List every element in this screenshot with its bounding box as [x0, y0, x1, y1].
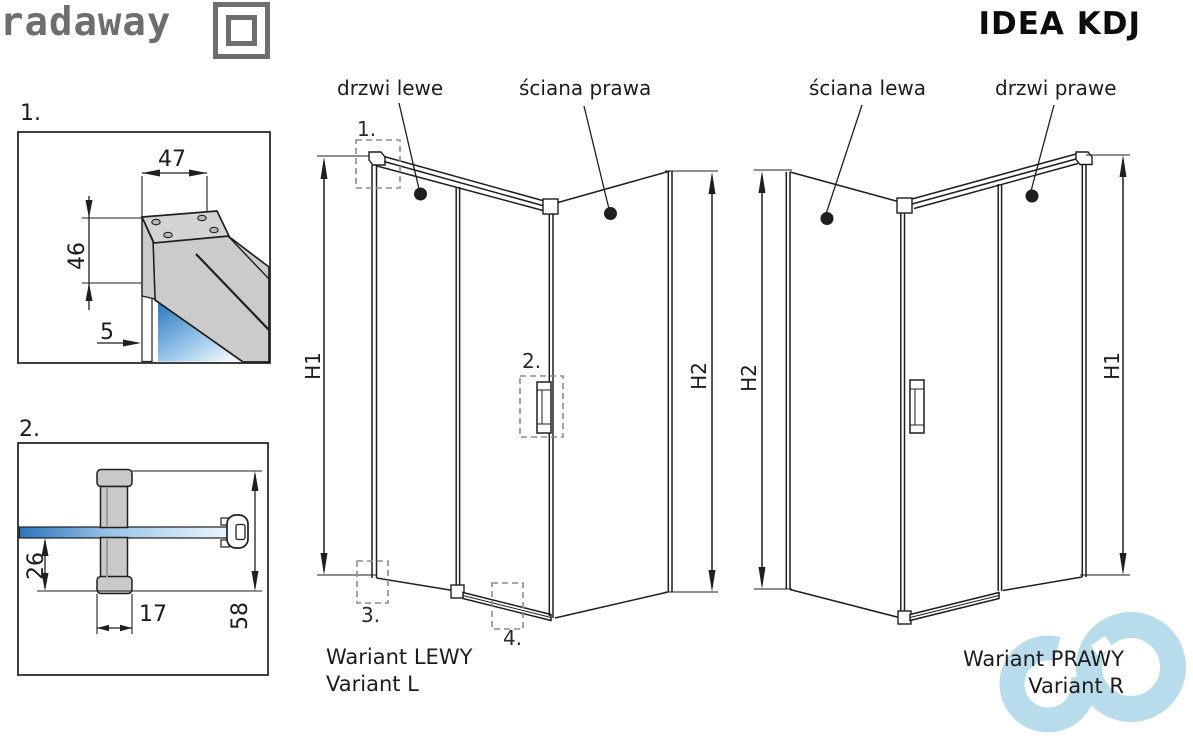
right-caption-en: Variant R	[1028, 673, 1124, 698]
page-title: IDEA KDJ	[978, 6, 1141, 42]
left-height-h2: H2	[687, 362, 711, 390]
left-caption-en: Variant L	[326, 672, 419, 696]
right-height-h1: H1	[1100, 352, 1124, 380]
detail-1-dim-height: 46	[64, 242, 90, 270]
right-caption-pl: Wariant PRAWY	[962, 647, 1124, 671]
variant-left-drawing	[317, 102, 718, 630]
brand-logo-icon	[213, 2, 270, 59]
variant-right-drawing	[754, 104, 1130, 625]
brand-logo-icon-inner	[226, 15, 257, 46]
right-height-h2: H2	[737, 364, 761, 392]
detail-2-label: 2.	[19, 417, 40, 442]
left-wall-label: ściana prawa	[519, 76, 652, 100]
watermark-logo	[999, 612, 1186, 733]
right-door-label: drzwi prawe	[995, 76, 1117, 100]
detail-2-dim-offset: 26	[23, 552, 49, 580]
detail-2-dim-width: 17	[139, 602, 167, 627]
detail-1-dim-width: 47	[158, 147, 186, 172]
right-caption: Wariant PRAWY Variant R	[963, 646, 1124, 700]
callout-boxes	[355, 139, 564, 630]
detail-1-drawing	[17, 131, 271, 364]
left-callout-4: 4.	[503, 626, 523, 650]
left-callout-3: 3.	[361, 603, 381, 627]
detail-2-drawing	[17, 442, 269, 676]
detail-1-dim-thickness: 5	[100, 320, 114, 345]
right-wall-label: ściana lewa	[809, 76, 926, 100]
left-door-label: drzwi lewe	[337, 76, 444, 100]
left-height-h1: H1	[301, 352, 325, 380]
left-callout-2: 2.	[522, 349, 542, 373]
brand-logo-text: radaway	[0, 0, 172, 45]
detail-1-label: 1.	[20, 101, 41, 126]
detail-2-dim-height: 58	[227, 602, 253, 630]
left-caption-pl: Wariant LEWY	[326, 645, 473, 669]
left-callout-1: 1.	[357, 117, 377, 141]
